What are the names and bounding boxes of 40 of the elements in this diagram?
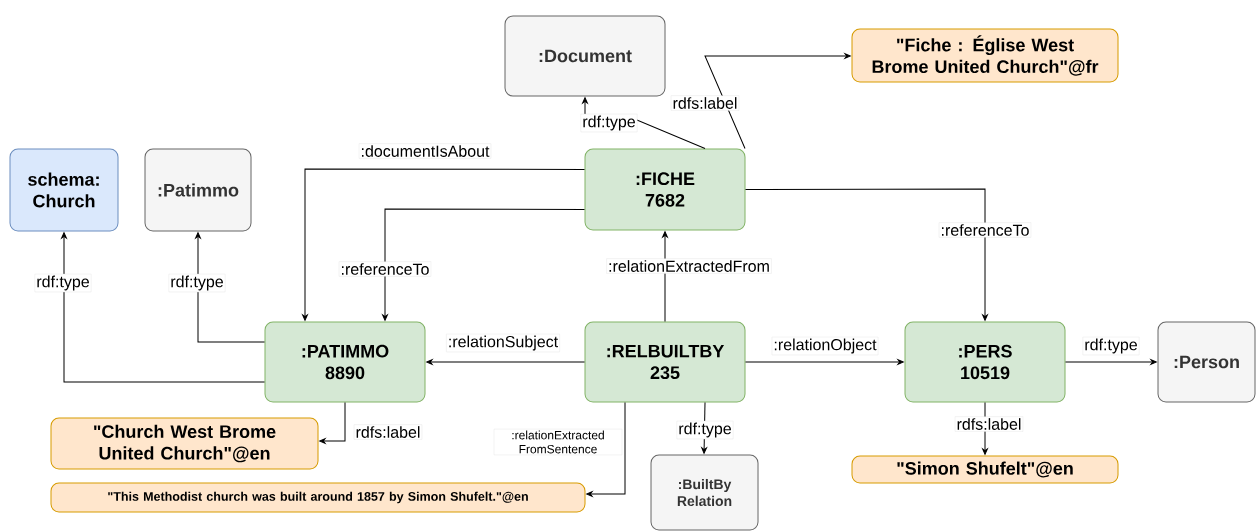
edge-label: rdfs:label <box>954 416 1024 432</box>
literal-box: "Church West Brome United Church"@en <box>50 417 319 470</box>
arrow <box>302 168 585 321</box>
instance-box: :FICHE 7682 <box>584 148 746 231</box>
literal-box: "This Methodist church was built around 1857 by Simon Shufelt."@en <box>50 482 586 513</box>
edge-label: rdf:type <box>34 273 92 293</box>
arrow <box>426 359 585 365</box>
edge-label: rdf:type <box>676 420 734 440</box>
arrow <box>382 208 585 321</box>
class-box: :Person <box>1157 321 1256 403</box>
class-box: :BuiltBy Relation <box>650 454 759 531</box>
edge-label: :relationObject <box>771 336 879 356</box>
edge-label: rdfs:label <box>353 424 423 440</box>
edge-label: :referenceTo <box>338 261 432 277</box>
edge-label: :relationExtracted FromSentence <box>493 428 623 456</box>
arrow <box>745 359 904 365</box>
edge-label: rdf:type <box>580 113 638 133</box>
arrow <box>745 188 988 321</box>
arrow <box>704 53 851 149</box>
arrow <box>319 402 346 444</box>
arrow <box>195 232 265 343</box>
class-box: :Document <box>504 15 666 97</box>
arrow <box>1065 359 1157 365</box>
class-box: schema: Church <box>9 148 119 232</box>
edge-label: rdfs:label <box>670 95 740 111</box>
arrow <box>586 402 626 497</box>
edge-label: :referenceTo <box>938 222 1032 238</box>
literal-box: "Simon Shufelt"@en <box>851 455 1119 484</box>
class-box: :Patimmo <box>144 148 252 232</box>
arrow <box>662 231 668 322</box>
edge-label: rdf:type <box>1082 336 1140 356</box>
literal-box: "Fiche : Église West Brome United Church"@fr <box>851 28 1119 83</box>
edge-label: rdf:type <box>168 273 226 293</box>
instance-box: :PATIMMO 8890 <box>264 321 426 403</box>
instance-box: :RELBUILTBY 235 <box>584 321 746 403</box>
arrow <box>61 232 265 383</box>
edge-label: :relationExtractedFrom <box>606 258 772 274</box>
edge-label: :relationSubject <box>446 333 560 353</box>
edge-label: :documentIsAbout <box>358 143 492 159</box>
instance-box: :PERS 10519 <box>904 321 1066 403</box>
